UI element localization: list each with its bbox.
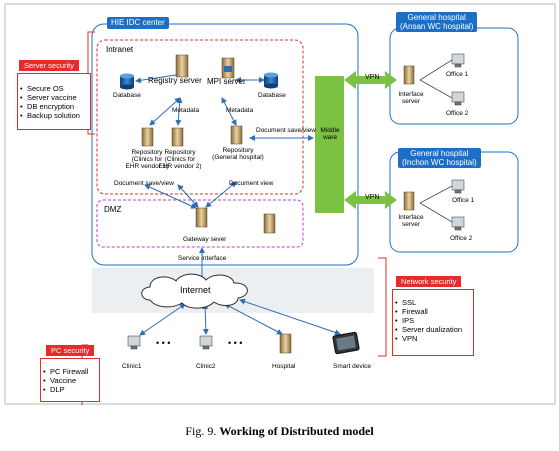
database-label-right: Database [258, 92, 286, 99]
doc-view-right-label: Document view [229, 180, 274, 187]
internet-label: Internet [180, 285, 211, 295]
network-security-box: SSL Firewall IPS Server dualization VPN [392, 289, 474, 356]
server-security-item: DB encryption [20, 102, 90, 111]
network-security-title: Network security [396, 276, 462, 287]
pc-icon-clinic1 [127, 335, 141, 350]
figure-caption: Fig. 9. Working of Distributed model [0, 424, 559, 439]
office1-label-a: Office 1 [446, 71, 469, 78]
dmz-frame [96, 199, 304, 248]
gateway-label: Gateway sever [183, 236, 227, 243]
meta-arrow-3 [221, 97, 237, 126]
pc-security-title: PC security [46, 345, 95, 356]
pc-icon-office2b [451, 216, 465, 231]
database-icon-right [264, 72, 278, 89]
doc-save-view-label: Document save/view [256, 127, 316, 134]
network-bracket [378, 257, 387, 357]
pc-security-box: PC Firewall Vaccine DLP [40, 358, 100, 402]
repo3-label: Repository(General hospital) [212, 147, 264, 161]
pc-security-item: PC Firewall [43, 367, 99, 376]
meta-arrow-2 [175, 97, 183, 126]
meta-arrow-1 [149, 97, 181, 126]
server-icon-repo3 [230, 125, 243, 145]
metadata-label-left: Metadata [172, 107, 200, 114]
dots-2: • • • [228, 338, 243, 348]
server-security-box: Secure OS Server vaccine DB encryption B… [17, 73, 91, 130]
smart-device-icon [332, 331, 360, 355]
service-interface-label: Service interface [178, 255, 227, 262]
network-security-item: VPN [395, 334, 473, 343]
dots-1: • • • [156, 338, 171, 348]
network-security-item: SSL [395, 298, 473, 307]
caption-text: Working of Distributed model [219, 424, 374, 438]
net-smart-arrow [239, 298, 341, 336]
hie-frame [91, 23, 359, 266]
net-clinic2-arrow [202, 303, 209, 335]
server-security-item: Secure OS [20, 84, 90, 93]
smart-device-label: Smart device [333, 363, 371, 370]
pc-icon-office1b [451, 179, 465, 194]
middleware-bar [315, 76, 344, 213]
caption-number: Fig. 9. [185, 424, 217, 438]
network-security-item: Server dualization [395, 325, 473, 334]
server-icon-hospital [279, 333, 292, 354]
office1-label-b: Office 1 [452, 197, 475, 204]
hospital-label: Hospital [272, 363, 296, 370]
hospital-1-title: General hospital(Ansan WC hospital) [396, 12, 478, 32]
server-icon-repo2 [171, 127, 184, 147]
vpn-label-2: VPN [365, 194, 380, 201]
server-security-item: Server vaccine [20, 93, 90, 102]
server-icon-dmz [263, 213, 276, 234]
clinic1-label: Clinic1 [122, 363, 142, 370]
pc-security-item: Vaccine [43, 376, 99, 385]
pc-security-item: DLP [43, 385, 99, 394]
network-security-item: IPS [395, 316, 473, 325]
dmz-label: DMZ [104, 205, 122, 214]
intranet-frame [96, 39, 304, 195]
mpi-label: MPI server [207, 77, 246, 86]
vpn-label-1: VPN [365, 74, 380, 81]
server-security-item: Backup solution [20, 111, 90, 120]
pc-icon-clinic2 [199, 335, 213, 350]
office2-label-a: Office 2 [446, 110, 469, 117]
server-icon-repo1 [141, 127, 154, 147]
server-icon-registry [175, 54, 189, 78]
vpn-arrow-2 [344, 191, 397, 209]
gateway-arrow-3 [205, 181, 237, 208]
server-icon-gateway [195, 207, 208, 228]
registry-db-arrow [135, 74, 177, 84]
metadata-label-right: Metadata [226, 107, 254, 114]
doc-view-left-label: Document save/view [114, 180, 174, 187]
vpn-arrow-1 [344, 71, 397, 89]
gateway-arrow-2 [177, 184, 199, 208]
clinic2-label: Clinic2 [196, 363, 216, 370]
database-icon-left [120, 73, 134, 90]
pc-icon-office2a [451, 91, 465, 106]
hie-title: HIE IDC center [107, 17, 169, 29]
server-icon-mpi [221, 57, 235, 79]
pc-icon-office1a [451, 53, 465, 68]
database-label-left: Database [113, 92, 141, 99]
server-icon-interface2 [403, 191, 415, 211]
hospital-2-title: General hospital(Inchon WC hospital) [398, 148, 481, 168]
intranet-label: Intranet [106, 45, 134, 54]
registry-label: Registry server [148, 76, 202, 85]
server-security-title: Server security [19, 60, 80, 71]
network-security-item: Firewall [395, 307, 473, 316]
net-clinic1-arrow [139, 303, 186, 336]
internet-cloud [141, 273, 248, 309]
server-icon-interface1 [403, 65, 415, 85]
office2-label-b: Office 2 [450, 235, 473, 242]
